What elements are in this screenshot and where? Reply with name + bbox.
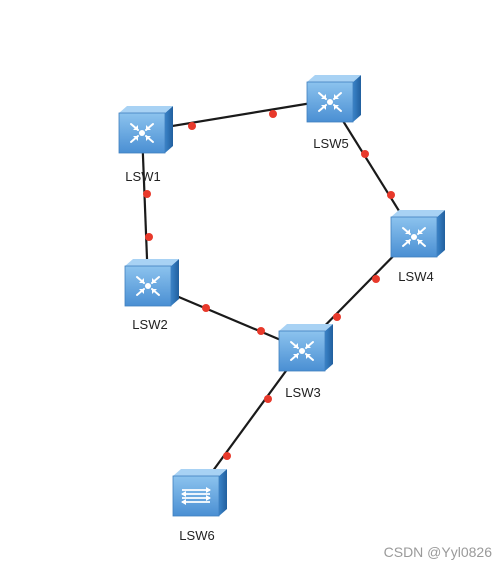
port-dot-lsw3-lsw4-2[interactable] <box>372 275 380 283</box>
device-label-lsw5: LSW5 <box>313 136 348 151</box>
device-lsw2[interactable] <box>124 259 179 307</box>
port-dot-lsw3-lsw4-1[interactable] <box>333 313 341 321</box>
device-lsw6[interactable] <box>172 469 227 517</box>
port-dot-lsw1-lsw2-2[interactable] <box>145 233 153 241</box>
port-dot-lsw3-lsw6-2[interactable] <box>223 452 231 460</box>
port-dot-lsw1-lsw5-1[interactable] <box>188 122 196 130</box>
port-dot-lsw3-lsw6-1[interactable] <box>264 395 272 403</box>
device-lsw1[interactable] <box>118 106 173 154</box>
link-lsw1-lsw5[interactable] <box>141 98 331 133</box>
port-dot-lsw2-lsw3-2[interactable] <box>257 327 265 335</box>
device-label-lsw1: LSW1 <box>125 169 160 184</box>
port-dot-lsw4-lsw5-1[interactable] <box>361 150 369 158</box>
port-dot-lsw2-lsw3-1[interactable] <box>202 304 210 312</box>
device-lsw4[interactable] <box>390 210 445 258</box>
device-label-lsw4: LSW4 <box>398 269 433 284</box>
l3-switch-icon <box>318 92 342 112</box>
l3-switch-icon <box>402 227 426 247</box>
l2-switch-icon <box>181 487 211 505</box>
watermark: CSDN @Yyl0826 <box>383 544 492 560</box>
port-dot-lsw1-lsw2-1[interactable] <box>143 190 151 198</box>
links-layer <box>140 98 415 495</box>
device-lsw3[interactable] <box>278 324 333 372</box>
l3-switch-icon <box>290 341 314 361</box>
l3-switch-icon <box>136 276 160 296</box>
device-label-lsw3: LSW3 <box>285 385 320 400</box>
device-label-lsw6: LSW6 <box>179 528 214 543</box>
l3-switch-icon <box>130 123 154 143</box>
port-dot-lsw4-lsw5-2[interactable] <box>387 191 395 199</box>
link-lsw1-lsw2[interactable] <box>140 130 150 285</box>
device-lsw5[interactable] <box>306 75 361 123</box>
port-dot-lsw1-lsw5-2[interactable] <box>269 110 277 118</box>
ports-layer <box>143 110 395 460</box>
device-label-lsw2: LSW2 <box>132 317 167 332</box>
